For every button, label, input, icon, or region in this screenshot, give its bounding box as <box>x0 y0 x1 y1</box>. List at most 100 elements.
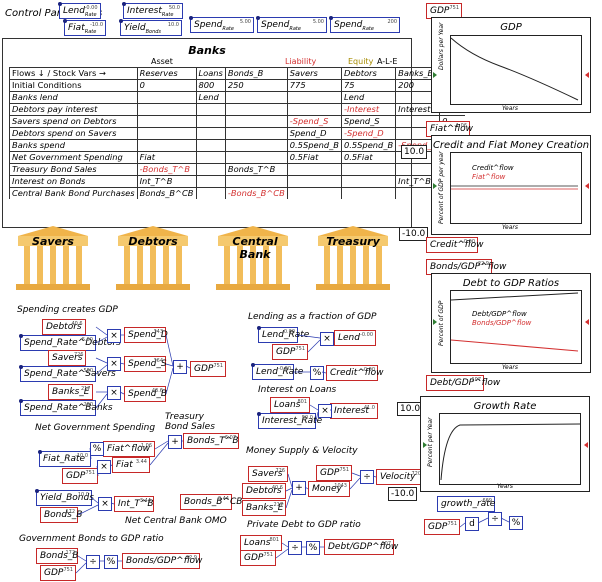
banks-cell[interactable]: Fiat <box>136 151 196 164</box>
banks-cell[interactable] <box>195 151 226 164</box>
fiat-rate-param[interactable]: FiatRate-10.0 <box>63 19 106 36</box>
banks-cell[interactable] <box>286 187 342 199</box>
banks-cell[interactable]: 0.5Spend_B <box>286 139 342 152</box>
banks-cell[interactable]: -Bonds_T^B <box>136 163 196 176</box>
banks-cell[interactable] <box>195 115 226 128</box>
banks-cell[interactable] <box>136 115 196 128</box>
banks-cell[interactable] <box>340 175 396 188</box>
var-lend-rate[interactable]: Lend_Rate-0.00 <box>257 326 309 343</box>
banks-cell[interactable]: Spend_D <box>286 127 342 140</box>
banks-cell[interactable]: -Interest <box>340 103 396 116</box>
var-lend-rate-2[interactable]: Lend_Rate-0.00 <box>251 363 303 380</box>
var-lend[interactable]: Lend-0.00 <box>334 330 376 346</box>
var-fiat-rate[interactable]: Fiat_Rate-10.0 <box>38 450 91 467</box>
plot2-footer-var[interactable]: Credit^flow-0.00 <box>426 237 484 253</box>
banks-cell[interactable] <box>224 103 288 116</box>
banks-cell[interactable] <box>224 127 288 140</box>
percent-op-credit[interactable]: % <box>310 366 324 380</box>
banks-cell[interactable] <box>136 103 196 116</box>
var-bondsT[interactable]: Bonds_T^B-6.07 <box>183 433 239 449</box>
divide-op-growth[interactable]: ÷ <box>488 512 502 526</box>
percent-op-bonds[interactable]: % <box>104 555 118 569</box>
banks-cell[interactable]: Spend_S <box>340 115 396 128</box>
banks-cell[interactable]: 800 <box>195 79 226 92</box>
add-op-gdp[interactable]: + <box>173 360 187 374</box>
plot4-footer-var[interactable]: growth_rate-669 <box>437 496 495 512</box>
banks-cell[interactable]: 75 <box>340 79 396 92</box>
banks-cell[interactable]: 0.5Fiat <box>340 151 396 164</box>
multiply-op-3[interactable]: × <box>107 386 121 400</box>
divide-op-velocity[interactable]: ÷ <box>360 470 374 484</box>
banks-cell[interactable]: -Spend_D <box>340 127 396 140</box>
multiply-op-intT[interactable]: × <box>98 497 112 511</box>
add-op-bonds[interactable]: + <box>168 435 182 449</box>
banks-cell[interactable] <box>286 91 342 104</box>
banks-cell[interactable] <box>136 127 196 140</box>
divide-op-bonds[interactable]: ÷ <box>86 555 100 569</box>
banks-cell[interactable]: 250 <box>224 79 288 92</box>
banks-cell[interactable]: 0.5Fiat <box>286 151 342 164</box>
lend-rate-param[interactable]: LendRate-0.00 <box>58 2 101 19</box>
banks-cell[interactable]: Bonds_B^CB <box>136 187 196 199</box>
var-credit[interactable]: Credit^flow-0.00 <box>326 365 384 381</box>
multiply-op-lend[interactable]: × <box>320 332 334 346</box>
banks-cell[interactable] <box>224 91 288 104</box>
multiply-op-2[interactable]: × <box>107 357 121 371</box>
banks-cell[interactable] <box>224 139 288 152</box>
percent-op-fiat[interactable]: % <box>90 442 104 456</box>
banks-cell[interactable]: Bonds_T^B <box>224 163 288 176</box>
banks-cell[interactable] <box>395 91 440 104</box>
var-fiat[interactable]: Fiat^flow-1.06 <box>103 441 155 457</box>
plot2-slider-bottom[interactable]: -10.0 <box>399 227 429 241</box>
banks-cell[interactable] <box>286 103 342 116</box>
banks-cell[interactable]: 0.5Spend_B <box>340 139 396 152</box>
credit-fiat-plot[interactable]: Credit and Fiat Money Creation Years Per… <box>431 135 591 235</box>
banks-cell[interactable]: Lend <box>195 91 226 104</box>
percent-op-debt[interactable]: % <box>306 541 320 555</box>
banks-cell[interactable] <box>224 151 288 164</box>
gdp-plot[interactable]: GDP Years Dollars per Year <box>431 17 591 113</box>
banks-cell[interactable] <box>340 187 396 199</box>
diff-op-growth[interactable]: d <box>465 517 479 531</box>
divide-op-debt[interactable]: ÷ <box>288 541 302 555</box>
banks-cell[interactable]: Int_T^B <box>395 175 440 188</box>
banks-cell[interactable] <box>224 175 288 188</box>
banks-cell[interactable]: Interest <box>395 103 440 116</box>
banks-cell[interactable]: Lend <box>340 91 396 104</box>
multiply-op-fiat[interactable]: × <box>97 460 111 474</box>
multiply-op-interest[interactable]: × <box>318 404 332 418</box>
banks-cell[interactable] <box>286 175 342 188</box>
banks-cell[interactable] <box>395 163 440 176</box>
banks-cell[interactable]: Int_T^B <box>136 175 196 188</box>
banks-cell[interactable]: -Bonds_B^CB <box>224 187 288 199</box>
banks-cell[interactable]: 200 <box>395 79 440 92</box>
